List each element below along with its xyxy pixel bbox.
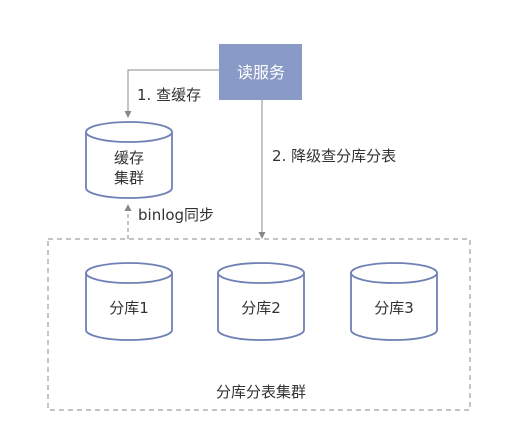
shard-group-container [47,238,471,411]
shard-3-cylinder [350,262,438,341]
shard-1-label: 分库1 [109,299,149,317]
read-service-label: 读服务 [236,63,286,82]
shard-1-cylinder [85,262,173,341]
shard-2-cylinder [217,262,305,341]
read-service-box [219,44,302,100]
cache-cluster-label-line1: 缓存 [113,149,145,167]
shard-group-label: 分库分表集群 [215,383,307,401]
read-cache-label: 1. 查缓存 [137,86,202,104]
shard-3-label: 分库3 [374,299,414,317]
read-cache-arrow [124,69,219,118]
shard-2-label: 分库2 [241,299,281,317]
cache-cluster-label-line2: 集群 [113,169,145,187]
binlog-sync-label: binlog同步 [138,206,215,224]
cache-cluster-cylinder [85,121,173,199]
degrade-query-label: 2. 降级查分库分表 [272,147,397,165]
